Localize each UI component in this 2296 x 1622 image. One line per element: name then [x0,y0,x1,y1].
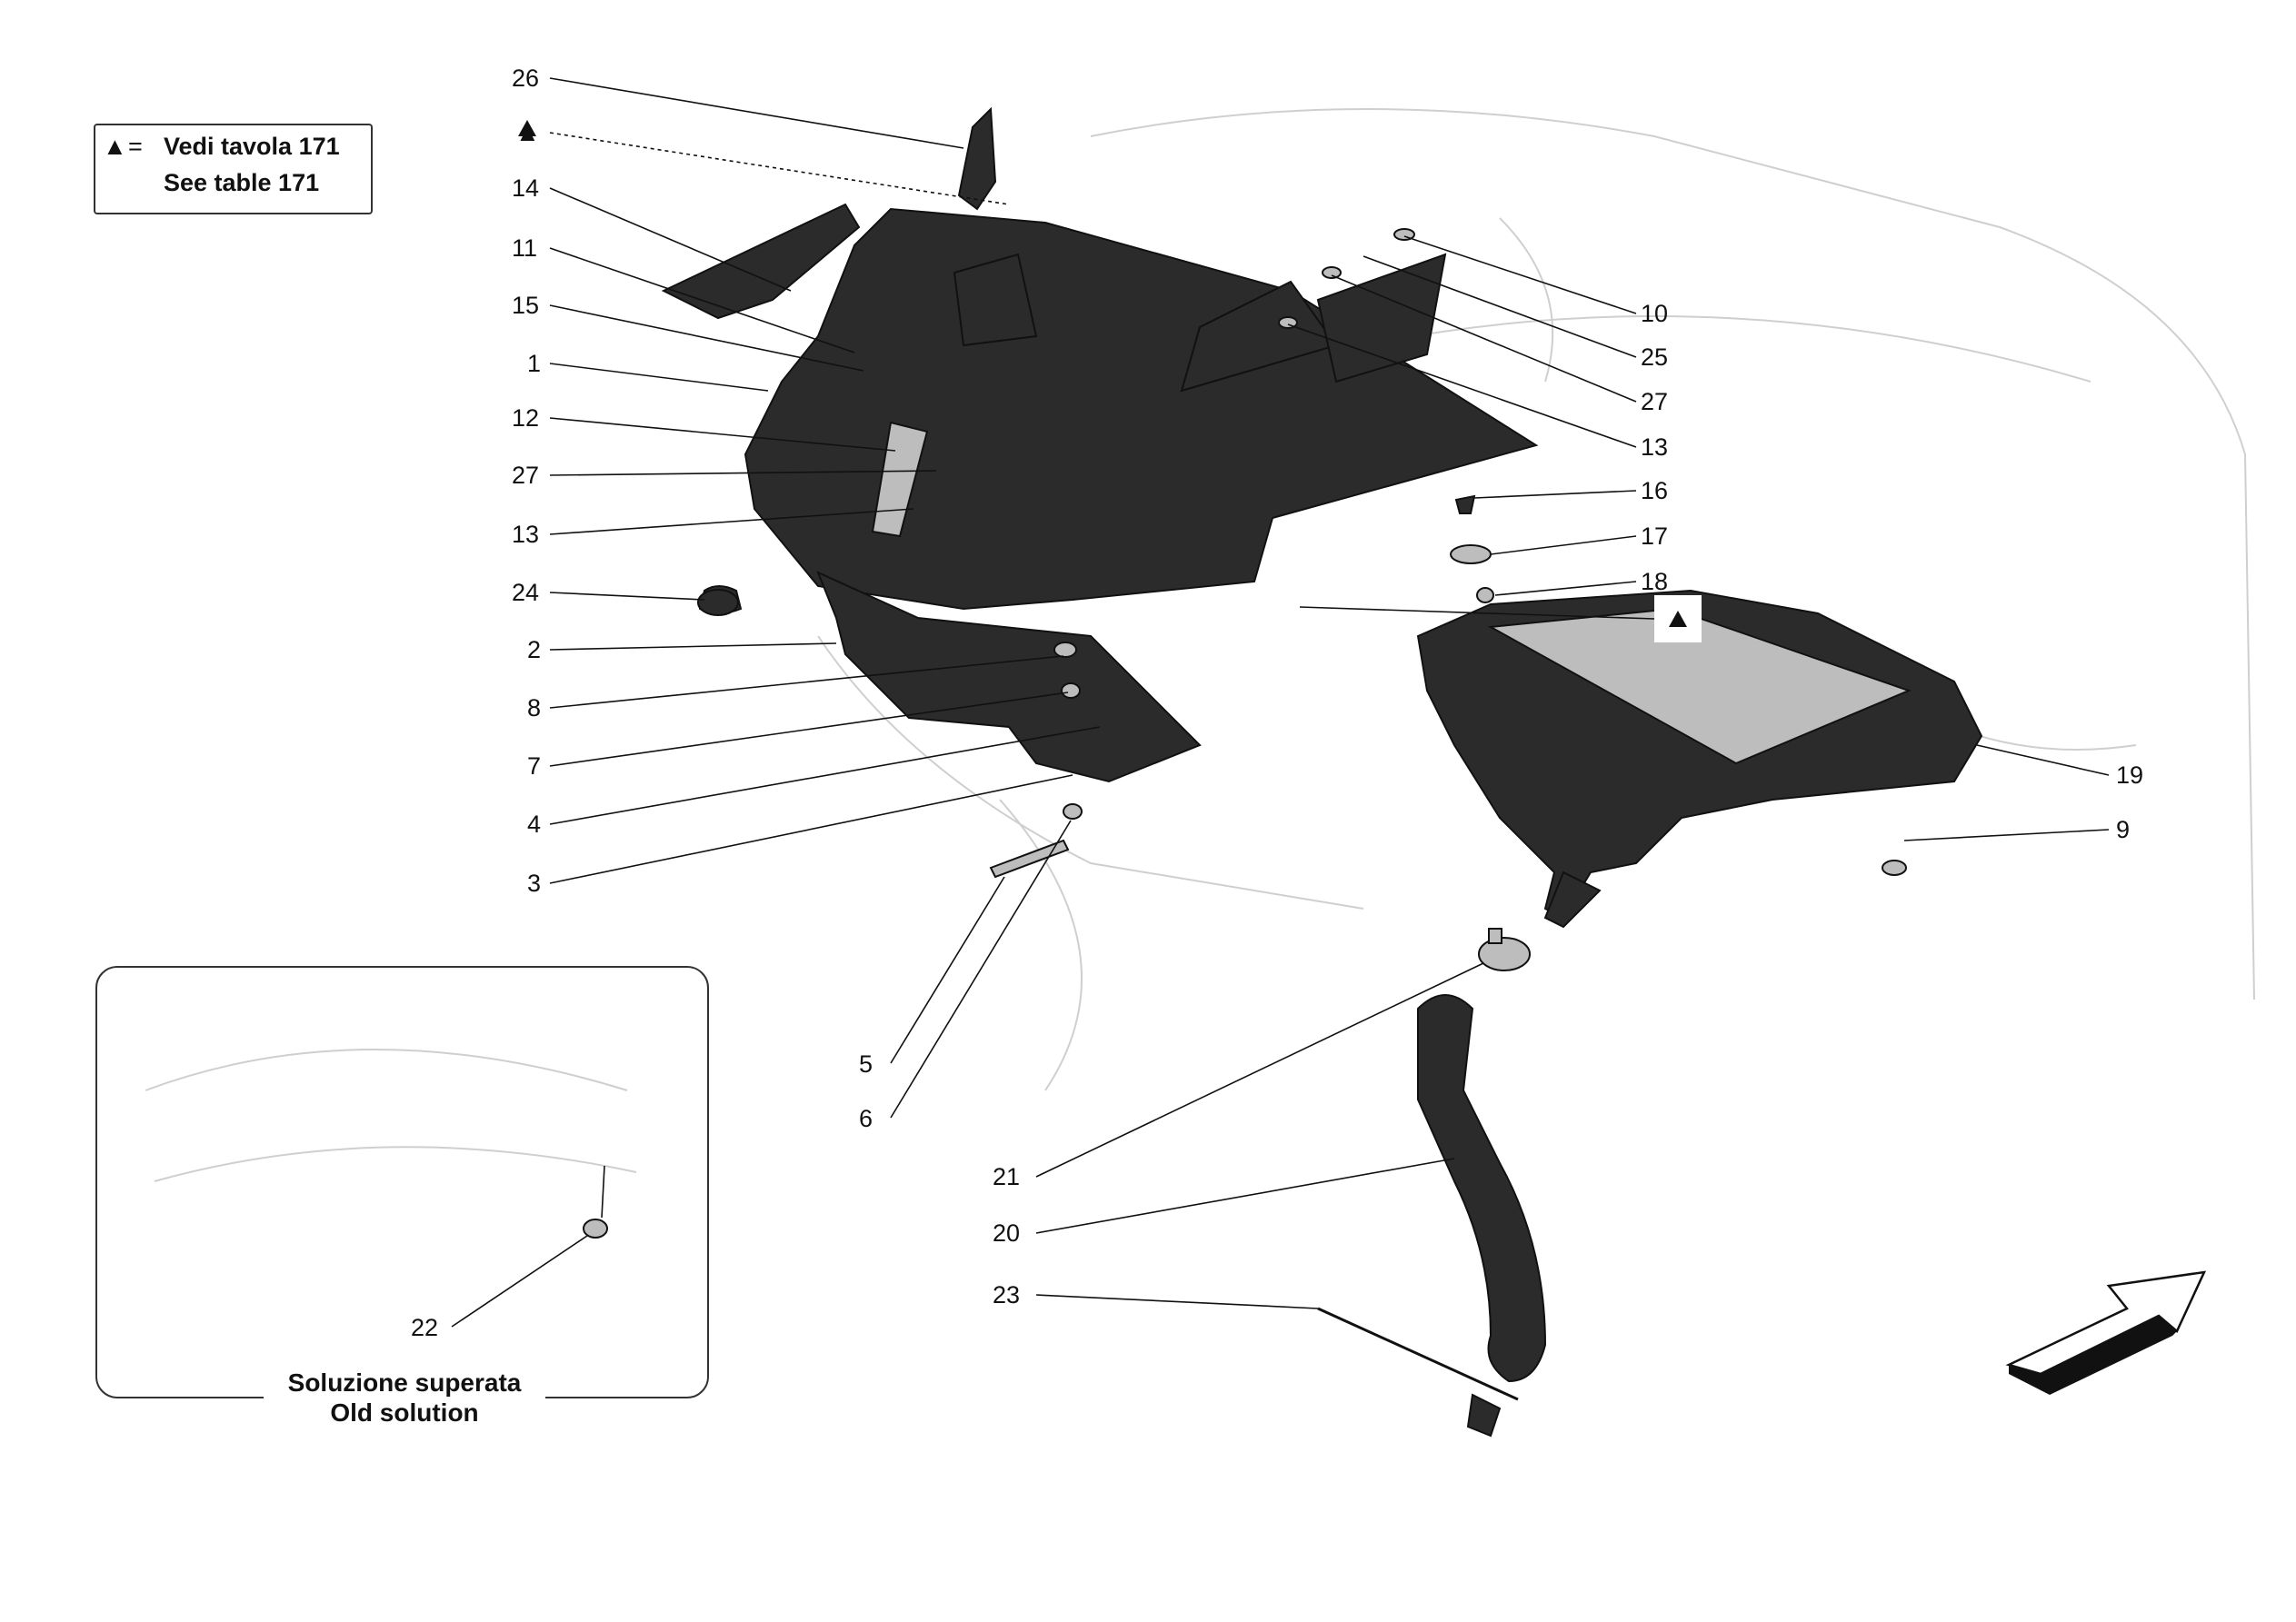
inset-caption: Soluzione superata Old solution [264,1368,545,1428]
callout-13-right: 13 [1641,433,1668,461]
legend-box: ▲ = Vedi tavola 171 See table 171 [94,124,373,214]
direction-arrow-icon [2005,1270,2207,1395]
callouts-right: 10 25 27 13 16 17 18 19 9 [1641,300,2143,843]
callout-4: 4 [527,811,541,838]
callout-2: 2 [527,636,541,663]
callout-13-left: 13 [512,521,539,548]
callout-11: 11 [512,234,537,262]
callout-16: 16 [1641,477,1668,504]
callout-3: 3 [527,870,541,897]
callout-17: 17 [1641,522,1668,550]
callout-7: 7 [527,752,541,780]
callout-8: 8 [527,694,541,721]
leader-lines [451,77,2110,1328]
inset-fastener-part [583,1165,608,1239]
triangle-reference-icon [518,120,1702,642]
callout-27-left: 27 [512,462,539,489]
callout-21: 21 [993,1163,1020,1190]
legend-line-2: See table 171 [164,169,320,196]
callout-1: 1 [527,350,541,377]
airbox-housing-part [1416,589,1983,929]
callout-24: 24 [512,579,539,606]
fasteners [989,228,1907,879]
callout-9: 9 [2116,816,2130,843]
intake-hose-part [1417,994,1547,1383]
callout-27-right: 27 [1641,388,1668,415]
callout-5: 5 [859,1050,873,1078]
callout-23: 23 [993,1281,1020,1309]
legend-symbol: ▲ [103,133,127,160]
undertray-shield-part [661,106,1539,614]
inset-caption-line-2: Old solution [330,1398,479,1427]
callout-15: 15 [512,292,539,319]
callout-14: 14 [512,174,539,202]
callout-22: 22 [411,1314,438,1341]
callouts-left: 26 ▲ 14 11 15 1 12 27 13 24 2 8 7 4 3 [512,65,541,897]
legend-line-1: Vedi tavola 171 [164,133,340,160]
hose-clamp-part [1478,928,1531,971]
callout-25: 25 [1641,343,1668,371]
cable-tie-part [1317,1307,1519,1438]
legend-equals: = [128,133,143,160]
inset-caption-line-1: Soluzione superata [287,1368,522,1397]
callout-6: 6 [859,1105,873,1132]
callout-19: 19 [2116,761,2143,789]
cap-part [697,589,739,616]
callout-20: 20 [993,1219,1020,1247]
callout-12: 12 [512,404,539,432]
callout-10: 10 [1641,300,1668,327]
callout-triangle: ▲ [515,119,540,146]
callout-18: 18 [1641,568,1668,595]
callouts-bottom: 5 6 21 20 23 22 [411,1050,1020,1341]
lower-bracket-parts [816,571,1202,783]
callout-26: 26 [512,65,539,92]
